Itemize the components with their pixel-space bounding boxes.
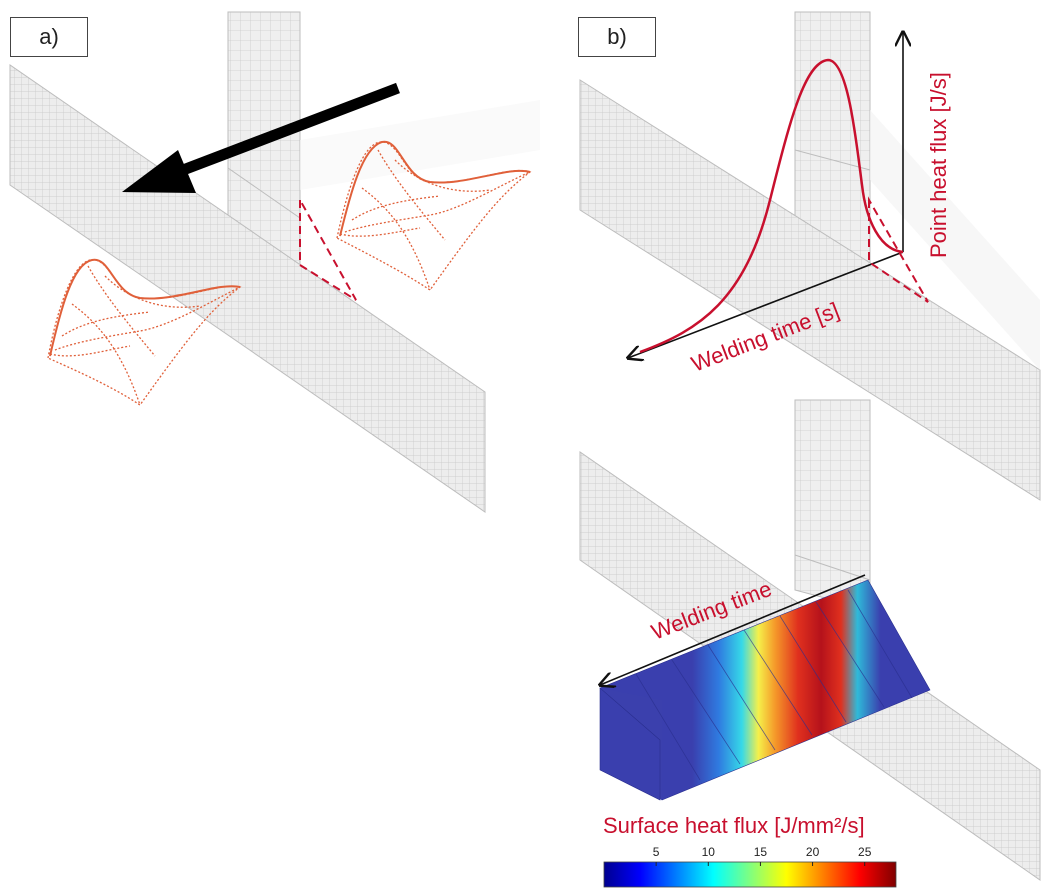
colorbar-tick-label: 25: [858, 845, 872, 859]
weld-cross-section-b: [868, 196, 929, 303]
flange-beam-a: [9, 64, 486, 513]
colorbar-tick-label: 20: [806, 845, 820, 859]
panel-a-mesh: [9, 11, 540, 513]
panel-b-mesh-top: [579, 11, 1041, 501]
colorbar-tick-label: 15: [754, 845, 768, 859]
welding-time-axis: [628, 251, 904, 358]
welding-time-arrow-lower: [600, 574, 866, 685]
panel-b-label: b): [578, 17, 656, 57]
point-heat-flux-curve: [639, 58, 904, 354]
point-heat-flux-label: Point heat flux [J/s]: [926, 72, 951, 258]
panel-a-label: a): [10, 17, 88, 57]
heat-distribution-profile-right: [339, 140, 531, 237]
heat-distribution-wireframe-left: [47, 259, 242, 406]
weld-cross-section-a: [299, 196, 357, 301]
colorbar-title: Surface heat flux [J/mm²/s]: [603, 813, 865, 838]
colorbar-tick-label: 10: [702, 845, 716, 859]
weld-bead-heat-map: [599, 579, 931, 801]
colorbar-ticks: 5 10 15 20 25: [653, 845, 872, 866]
heat-distribution-profile-left: [49, 258, 241, 357]
colorbar-tick-label: 5: [653, 845, 660, 859]
welding-direction-arrow: [122, 82, 400, 193]
colorbar-gradient: [603, 861, 897, 888]
heat-distribution-wireframe-right: [336, 141, 532, 291]
